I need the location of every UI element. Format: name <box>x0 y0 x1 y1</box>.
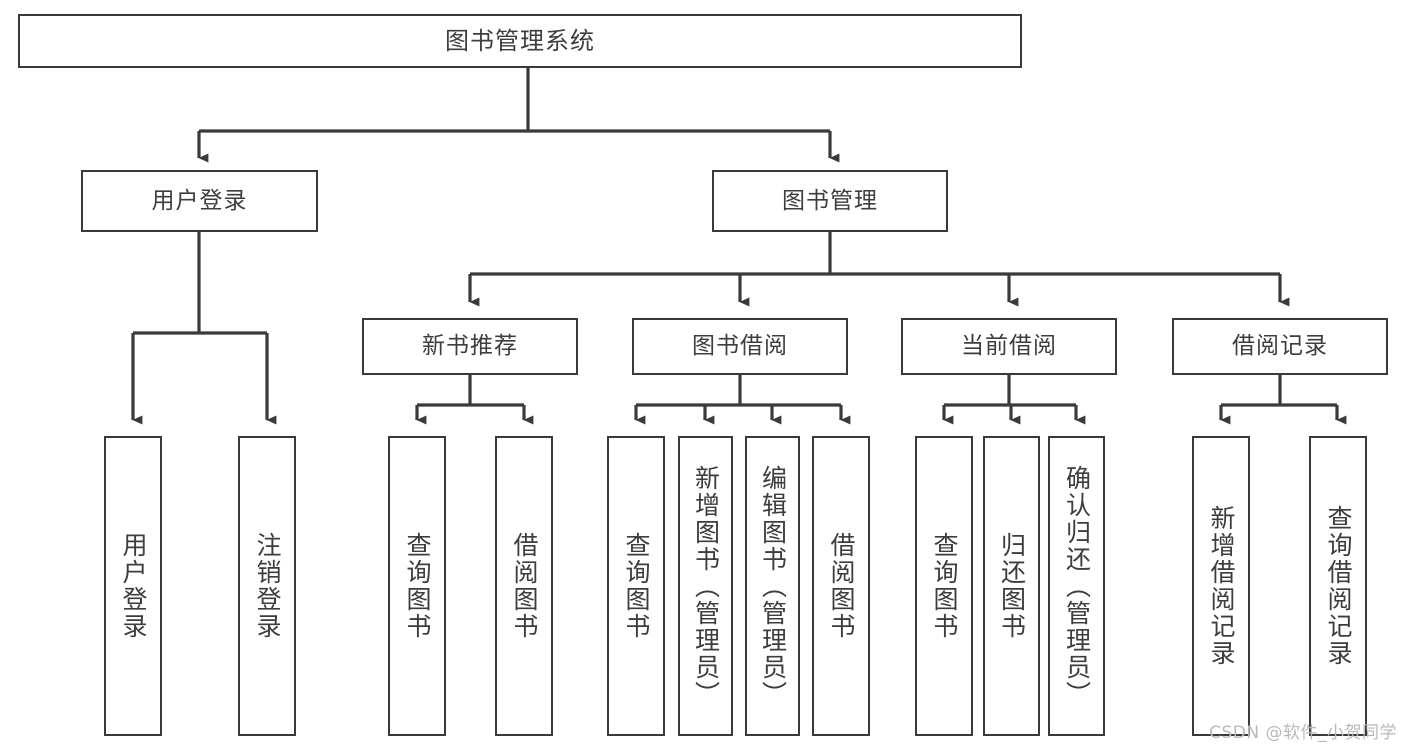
leaf-label: 新增借阅记录 <box>1207 505 1236 667</box>
leaf-label: 注销登录 <box>253 532 282 640</box>
leaf-label: 借阅图书 <box>827 532 856 640</box>
node-label: 借阅记录 <box>1232 333 1328 359</box>
leaf-user-login-signin[interactable]: 用户登录 <box>104 436 162 736</box>
node-label: 图书管理系统 <box>445 27 595 55</box>
node-label: 用户登录 <box>151 187 248 214</box>
leaf-record-query-record[interactable]: 查询借阅记录 <box>1309 436 1367 736</box>
leaf-user-login-signout[interactable]: 注销登录 <box>238 436 296 736</box>
node-label: 当前借阅 <box>961 333 1057 359</box>
node-new-book-recommend[interactable]: 新书推荐 <box>362 318 578 375</box>
node-label: 图书借阅 <box>692 333 788 359</box>
leaf-label: 借阅图书 <box>510 532 539 640</box>
leaf-current-confirm-return-admin[interactable]: 确认归还（管理员） <box>1048 436 1105 736</box>
leaf-label: 归还图书 <box>997 532 1027 640</box>
node-borrow-record[interactable]: 借阅记录 <box>1172 318 1388 375</box>
leaf-current-query-book[interactable]: 查询图书 <box>915 436 973 736</box>
leaf-label: 用户登录 <box>119 532 148 640</box>
leaf-borrow-query-book[interactable]: 查询图书 <box>607 436 665 736</box>
leaf-label: 确认归还（管理员） <box>1062 464 1092 708</box>
leaf-current-return-book[interactable]: 归还图书 <box>983 436 1040 736</box>
watermark-text: CSDN @软件_小贺同学 <box>1209 723 1397 743</box>
leaf-label: 查询图书 <box>930 532 959 640</box>
node-root-system[interactable]: 图书管理系统 <box>18 14 1022 68</box>
node-current-borrow[interactable]: 当前借阅 <box>901 318 1117 375</box>
node-book-borrow[interactable]: 图书借阅 <box>632 318 848 375</box>
leaf-label: 编辑图书（管理员） <box>758 464 788 708</box>
node-book-management[interactable]: 图书管理 <box>712 170 948 232</box>
leaf-new-book-query[interactable]: 查询图书 <box>388 436 446 736</box>
leaf-borrow-borrow-book[interactable]: 借阅图书 <box>812 436 870 736</box>
leaf-borrow-add-book-admin[interactable]: 新增图书（管理员） <box>678 436 733 736</box>
node-user-login[interactable]: 用户登录 <box>81 170 318 232</box>
leaf-label: 查询图书 <box>622 532 651 640</box>
leaf-label: 查询图书 <box>403 532 432 640</box>
leaf-label: 查询借阅记录 <box>1324 505 1353 667</box>
leaf-borrow-edit-book-admin[interactable]: 编辑图书（管理员） <box>745 436 800 736</box>
node-label: 新书推荐 <box>422 333 518 359</box>
leaf-new-book-borrow[interactable]: 借阅图书 <box>495 436 553 736</box>
leaf-record-add-record[interactable]: 新增借阅记录 <box>1192 436 1250 736</box>
node-label: 图书管理 <box>782 187 878 214</box>
leaf-label: 新增图书（管理员） <box>691 464 721 708</box>
